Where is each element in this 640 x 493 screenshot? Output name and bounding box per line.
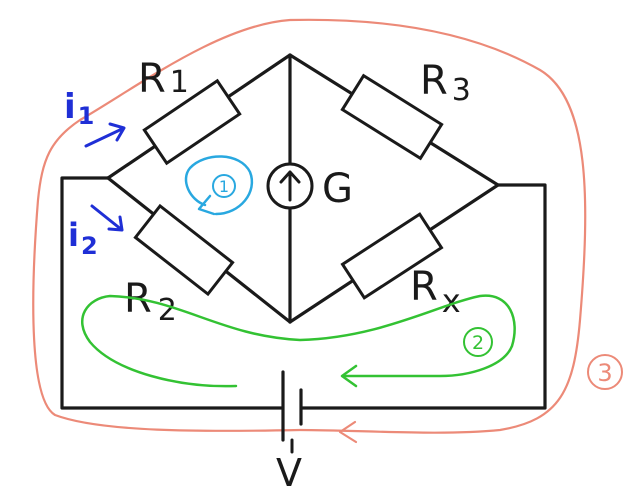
loop-2-arrowhead — [340, 364, 358, 388]
resistor-r2 — [133, 203, 235, 297]
left-wire — [60, 176, 284, 410]
loop-2-path — [81, 294, 516, 388]
right-wire — [300, 183, 547, 410]
loop-3-path — [32, 18, 587, 434]
up-arrow-icon — [279, 170, 301, 202]
i2-label: i2 — [68, 216, 98, 260]
loop-3-label: 3 — [597, 359, 612, 387]
arrow-i2-icon — [90, 204, 124, 232]
galvanometer: G — [266, 162, 353, 212]
battery-label: V — [276, 451, 302, 493]
loop-1-arrowhead — [197, 194, 216, 216]
arrow-i1-icon — [84, 122, 126, 148]
loop-3-arrowhead — [338, 420, 358, 444]
galvanometer-label: G — [322, 166, 353, 212]
resistor-r2-body — [133, 203, 235, 297]
loop-2-label: 2 — [472, 332, 484, 354]
current-i1: i1 — [64, 87, 126, 148]
loop-1-badge — [212, 174, 236, 198]
resistor-r1-body — [142, 78, 242, 166]
loop-2-badge — [463, 327, 493, 357]
loop-1: 1 — [184, 155, 253, 216]
loop-1-path — [184, 155, 253, 216]
resistor-r1 — [142, 78, 242, 166]
resistor-rx — [340, 212, 444, 300]
current-i2: i2 — [68, 204, 124, 260]
resistor-rx-body — [340, 212, 444, 300]
loop-1-label: 1 — [219, 177, 229, 196]
i1-label: i1 — [64, 87, 94, 130]
resistor-r3-body — [340, 73, 444, 161]
loop-2: 2 — [81, 294, 516, 388]
resistor-r3 — [340, 73, 444, 161]
loop-3: 3 — [32, 18, 623, 444]
battery — [281, 370, 303, 454]
loop-3-badge — [587, 354, 623, 390]
